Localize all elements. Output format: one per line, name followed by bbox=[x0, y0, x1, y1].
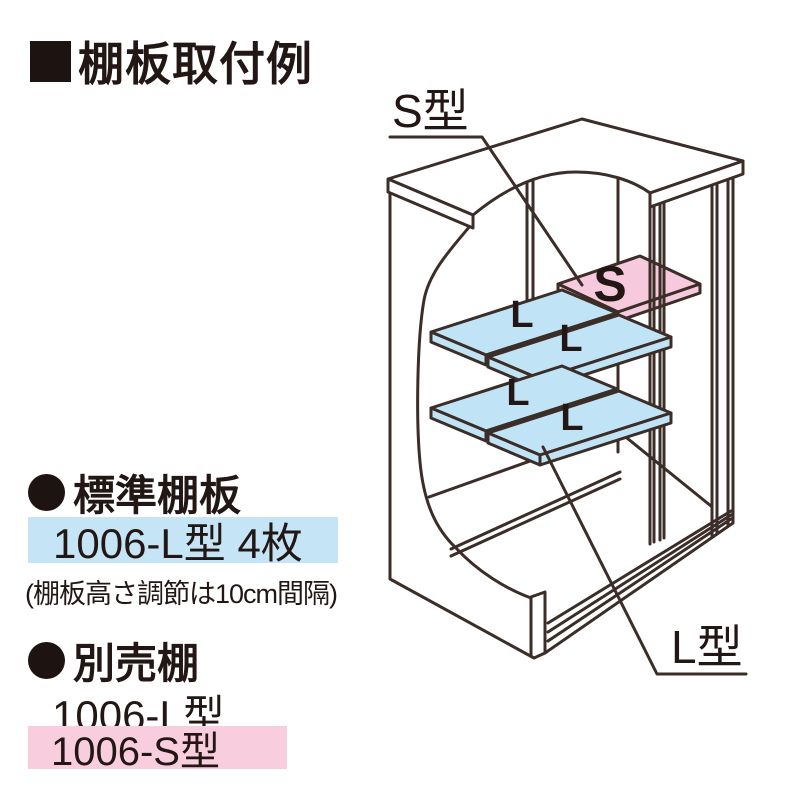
shelf-l-letter-3: L bbox=[506, 372, 529, 414]
cabinet-outline bbox=[388, 172, 735, 660]
s-type-label: S型 bbox=[392, 85, 469, 137]
shelf-l-letter-2: L bbox=[559, 318, 582, 360]
shelf-s-letter: S bbox=[593, 256, 626, 312]
l-type-leader-line bbox=[541, 445, 748, 676]
standard-shelf-heading: 標準棚板 bbox=[28, 462, 241, 523]
shelf-height-note: (棚板高さ調節は10cm間隔) bbox=[25, 579, 338, 609]
square-bullet-icon bbox=[30, 40, 71, 82]
page-title-text: 棚板取付例 bbox=[78, 38, 313, 90]
l-type-label: L型 bbox=[671, 621, 743, 673]
cutaway-curve bbox=[416, 220, 533, 600]
separate-shelf-item-s-text: 1006-S型 bbox=[51, 729, 220, 774]
roof bbox=[386, 117, 745, 230]
floor-cut-face bbox=[529, 590, 547, 658]
standard-shelf-item-box: 1006-L型 4枚 bbox=[28, 517, 338, 567]
floor-rails-left bbox=[449, 470, 622, 558]
separate-shelf-item-s-box: 1006-S型 bbox=[28, 726, 287, 774]
shelf-l-lower-right bbox=[486, 389, 673, 467]
page-title: 棚板取付例 bbox=[30, 28, 313, 94]
standard-shelf-item-text: 1006-L型 4枚 bbox=[53, 519, 303, 567]
standard-shelf-heading-text: 標準棚板 bbox=[73, 472, 242, 519]
shelf-l-letter-4: L bbox=[560, 397, 583, 439]
floor-rails-right bbox=[546, 509, 733, 643]
shelf-l-letter-1: L bbox=[510, 294, 533, 336]
s-type-leader-line bbox=[388, 135, 584, 287]
separate-shelf-heading-text: 別売棚 bbox=[73, 640, 200, 687]
circle-bullet-icon bbox=[28, 474, 65, 511]
separate-shelf-heading: 別売棚 bbox=[28, 630, 199, 691]
center-post bbox=[648, 201, 666, 546]
circle-bullet-icon bbox=[28, 642, 65, 679]
right-posts bbox=[710, 175, 730, 539]
